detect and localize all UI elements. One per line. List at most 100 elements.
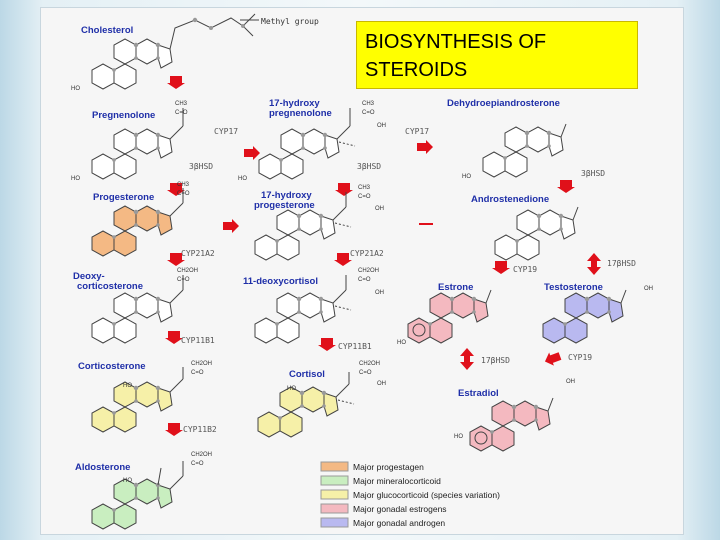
arrow-right-icon bbox=[223, 219, 239, 233]
legend-label: Major mineralocorticoid bbox=[353, 476, 441, 486]
ch2oh-label: CH2OH bbox=[359, 361, 380, 367]
ho-label: HO bbox=[397, 340, 406, 346]
slide-title-line-2: STEROIDS bbox=[365, 59, 468, 81]
arrow-diagonal-icon bbox=[544, 352, 562, 366]
enzyme-cyp11b2-label: CYP11B2 bbox=[183, 425, 217, 434]
estradiol-label: Estradiol bbox=[458, 388, 499, 399]
legend-label: Major progestagen bbox=[353, 462, 424, 472]
ho-label: HO bbox=[238, 176, 247, 182]
deoxycortisol-label: 11-deoxycortisol bbox=[243, 276, 318, 287]
compound-rings bbox=[482, 126, 564, 178]
c-eq-o-label: C=O bbox=[175, 110, 188, 116]
legend-label: Major gonadal estrogens bbox=[353, 504, 447, 514]
deoxycorticosterone-label-1: Deoxy- bbox=[73, 271, 105, 282]
testosterone-structure bbox=[542, 289, 627, 344]
oh-label: OH bbox=[375, 290, 384, 296]
slide-title-line-1: BIOSYNTHESIS OF bbox=[365, 31, 547, 53]
title-box: BIOSYNTHESIS OF STEROIDS bbox=[356, 21, 638, 89]
deoxycorticosterone-structure bbox=[91, 275, 184, 344]
enzyme-17bhsd-label: 17βHSD bbox=[607, 259, 636, 268]
cortisol-label: Cortisol bbox=[289, 369, 325, 380]
ch3-label: CH3 bbox=[358, 185, 371, 191]
estradiol-structure bbox=[469, 397, 554, 452]
enzyme-17bhsd-label: 17βHSD bbox=[481, 356, 510, 365]
enzyme-cyp19-label: CYP19 bbox=[568, 353, 592, 362]
cholesterol-structure bbox=[91, 13, 256, 90]
legend-label: Major gonadal androgen bbox=[353, 518, 445, 528]
enzyme-3bhsd-label: 3βHSD bbox=[357, 162, 381, 171]
ch2oh-label: CH2OH bbox=[191, 452, 212, 458]
hydroxypregnenolone-structure bbox=[258, 108, 356, 180]
compound-rings bbox=[91, 292, 173, 344]
oh-label: OH bbox=[644, 286, 653, 292]
estrone-structure bbox=[407, 289, 492, 344]
compound-rings bbox=[91, 478, 173, 530]
double-arrow-icon bbox=[460, 348, 474, 370]
hydroxyprogesterone-structure bbox=[254, 192, 352, 261]
legend-swatch bbox=[320, 517, 349, 528]
ho-label: HO bbox=[123, 478, 132, 484]
corticosterone-structure bbox=[91, 367, 184, 433]
ho-label: HO bbox=[123, 383, 132, 389]
c-eq-o-label: C=O bbox=[177, 277, 190, 283]
oh-label: OH bbox=[566, 379, 575, 385]
oh-label: OH bbox=[375, 206, 384, 212]
legend-label: Major glucocorticoid (species variation) bbox=[353, 490, 500, 500]
enzyme-cyp21a2-label: CYP21A2 bbox=[350, 249, 384, 258]
compound-rings bbox=[257, 386, 339, 438]
corticosterone-label: Corticosterone bbox=[78, 361, 146, 372]
estrone-label: Estrone bbox=[438, 282, 473, 293]
legend-swatch bbox=[320, 475, 349, 486]
c-eq-o-label: C=O bbox=[359, 370, 372, 376]
arrow-down-icon bbox=[492, 261, 510, 274]
hydroxyprogesterone-label-2: progesterone bbox=[254, 200, 315, 211]
deoxycortisol-structure bbox=[254, 275, 352, 344]
arrow-down-icon bbox=[165, 423, 183, 436]
pregnenolone-structure bbox=[91, 108, 184, 180]
ho-label: HO bbox=[71, 176, 80, 182]
ch3-label: CH3 bbox=[175, 101, 188, 107]
arrow-right-icon bbox=[417, 140, 433, 154]
c-eq-o-label: C=O bbox=[358, 277, 371, 283]
aldosterone-label: Aldosterone bbox=[75, 462, 130, 473]
methyl-group-label: Methyl group bbox=[261, 17, 319, 26]
c-eq-o-label: C=O bbox=[362, 110, 375, 116]
androstenedione-label: Androstenedione bbox=[471, 194, 549, 205]
arrow-down-icon bbox=[167, 76, 185, 89]
c-eq-o-label: C=O bbox=[358, 194, 371, 200]
oh-label: OH bbox=[377, 381, 386, 387]
enzyme-cyp17-label: CYP17 bbox=[214, 127, 238, 136]
cholesterol-label: Cholesterol bbox=[81, 25, 133, 36]
arrow-right-icon bbox=[244, 146, 260, 160]
enzyme-cyp21a2-label: CYP21A2 bbox=[181, 249, 215, 258]
legend-swatch bbox=[320, 461, 349, 472]
compound-rings bbox=[254, 292, 336, 344]
hydroxypregnenolone-label-2: pregnenolone bbox=[269, 108, 332, 119]
progesterone-label: Progesterone bbox=[93, 192, 154, 203]
compound-rings bbox=[91, 38, 173, 90]
progesterone-structure bbox=[91, 188, 184, 257]
enzyme-cyp11b1-label: CYP11B1 bbox=[338, 342, 372, 351]
compound-rings bbox=[91, 128, 173, 180]
compound-rings bbox=[542, 292, 624, 344]
ch2oh-label: CH2OH bbox=[358, 268, 379, 274]
enzyme-cyp19-label: CYP19 bbox=[513, 265, 537, 274]
enzyme-3bhsd-label: 3βHSD bbox=[581, 169, 605, 178]
arrow-down-icon bbox=[335, 183, 353, 196]
arrow-down-icon bbox=[318, 338, 336, 351]
ho-label: HO bbox=[287, 386, 296, 392]
ho-label: HO bbox=[462, 174, 471, 180]
c-eq-o-label: C=O bbox=[191, 370, 204, 376]
c-eq-o-label: C=O bbox=[191, 461, 204, 467]
cortisol-structure bbox=[257, 372, 355, 438]
diagram-panel: Cholesterol Methyl group HO Pregnenolone… bbox=[40, 7, 684, 535]
pregnenolone-label: Pregnenolone bbox=[92, 110, 155, 121]
compound-rings bbox=[91, 381, 173, 433]
enzyme-3bhsd-label: 3βHSD bbox=[189, 162, 213, 171]
hydroxypregnenolone-label-1: 17-hydroxy bbox=[269, 98, 320, 109]
compound-rings bbox=[258, 128, 340, 180]
ch2oh-label: CH2OH bbox=[191, 361, 212, 367]
ch3-label: CH3 bbox=[362, 101, 375, 107]
c-eq-o-label: C=O bbox=[177, 191, 190, 197]
